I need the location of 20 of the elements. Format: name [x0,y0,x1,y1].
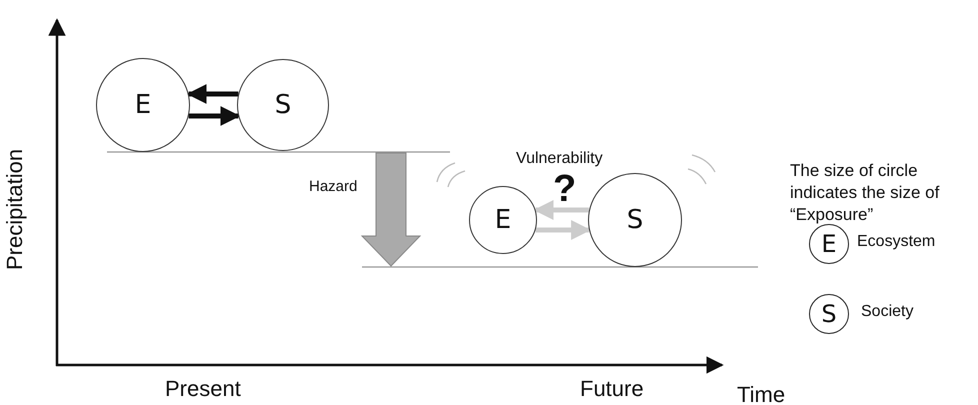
axis-tick-label: Present [165,376,241,402]
axis-title: Precipitation [2,148,28,270]
vulnerability-label: Vulnerability [516,150,603,168]
circle-node: S [237,59,329,151]
legend-label: Ecosystem [857,233,936,251]
axis-title: Time [737,382,786,405]
hazard-label: Hazard [309,178,358,195]
legend-label: Society [861,303,914,321]
legend-symbol: E [809,224,849,264]
axis-tick-label: Future [580,376,644,402]
arrow [534,200,590,220]
circle-node: E [96,58,190,152]
arrow [188,106,240,126]
circle-node: E [469,186,537,254]
circle-node: S [588,173,682,267]
note-text: The size of circle indicates the size of “Exposure” [790,160,940,226]
question-mark: ? [553,168,576,211]
arrow [186,84,238,104]
legend-symbol: S [809,294,849,334]
arrow [536,220,592,240]
